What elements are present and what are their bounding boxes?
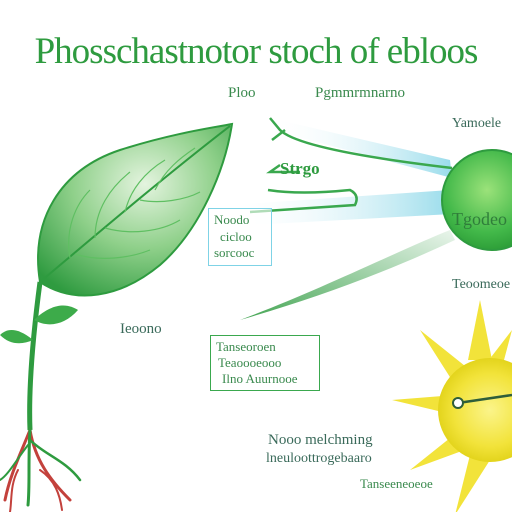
left-label-box — [208, 208, 272, 266]
leaf-illustration — [0, 122, 234, 431]
label-left-box-2: cicloo — [220, 229, 252, 244]
sun-pointer — [457, 393, 512, 405]
label-left-box-1: Noodo — [214, 212, 250, 227]
chloroplast-circle — [441, 149, 512, 251]
label-center-box-1: Tanseoroen — [216, 339, 276, 354]
sprout-leaf-left — [0, 330, 33, 344]
label-center-box-3: Ilno Auurnooe — [222, 371, 298, 386]
label-top-left: Ploo — [228, 85, 256, 101]
label-top-center: Pgmmrmnarno — [315, 85, 405, 101]
label-right-top: Yamoele — [452, 116, 502, 131]
label-bottom-1: Nooo melchming — [268, 432, 373, 448]
page-title: Phosschastnotor stoch of ebloos — [34, 31, 479, 72]
label-bottom-3: Tanseeneoeoe — [360, 476, 433, 491]
label-arrow: Strgo — [280, 159, 320, 178]
sun-pointer-dot — [452, 397, 464, 409]
plant-stem — [27, 281, 43, 431]
light-beam-lower — [230, 190, 452, 226]
leaf-veins — [68, 147, 201, 259]
label-bottom-2: lneuloottrogebaaro — [266, 451, 372, 466]
label-center-box-2: Teaoooeooo — [218, 355, 282, 370]
sun-core — [438, 358, 512, 462]
label-right-mid: Teoomeoe — [452, 277, 511, 292]
connector-arrow-4 — [266, 163, 300, 174]
connector-arrow-2 — [271, 129, 286, 141]
sprout-leaf-right — [34, 305, 78, 325]
connector-arrow-3 — [249, 188, 358, 214]
center-label-box — [210, 335, 320, 391]
leaf-blade — [37, 122, 234, 297]
label-left-box-3: sorcooc — [214, 245, 255, 260]
energy-ray — [240, 230, 455, 320]
sun-illustration — [392, 300, 512, 512]
roots — [0, 428, 82, 512]
label-leaf: Ieoono — [120, 321, 162, 337]
connector-lines — [249, 117, 453, 214]
leaf-midrib — [39, 125, 231, 283]
label-circle: Tgodeo — [452, 209, 507, 229]
